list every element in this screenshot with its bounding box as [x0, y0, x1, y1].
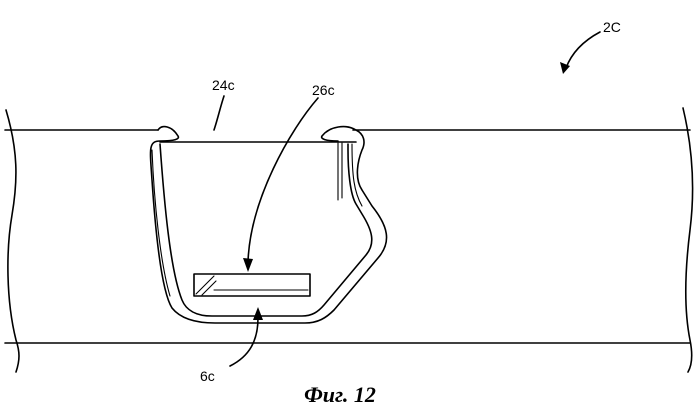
leader-26c	[248, 98, 318, 262]
figure-caption: Фиг. 12	[304, 382, 376, 407]
leader-6c	[230, 318, 258, 366]
label-2c: 2C	[603, 19, 621, 35]
slot-bevel-2	[202, 281, 216, 295]
tube-break-left	[6, 110, 19, 372]
arrowhead-26c	[243, 258, 253, 272]
recess-outer-rim	[150, 127, 386, 323]
leader-2c	[566, 32, 600, 68]
slot-26c	[194, 274, 310, 296]
tube-body	[5, 108, 693, 372]
label-26c: 26c	[312, 82, 335, 98]
tube-break-right	[683, 108, 693, 372]
label-6c: 6c	[200, 368, 215, 384]
label-24c: 24c	[212, 77, 235, 93]
recess-24c	[150, 127, 386, 323]
arrowhead-6c	[253, 307, 263, 320]
leader-24c	[214, 96, 224, 130]
